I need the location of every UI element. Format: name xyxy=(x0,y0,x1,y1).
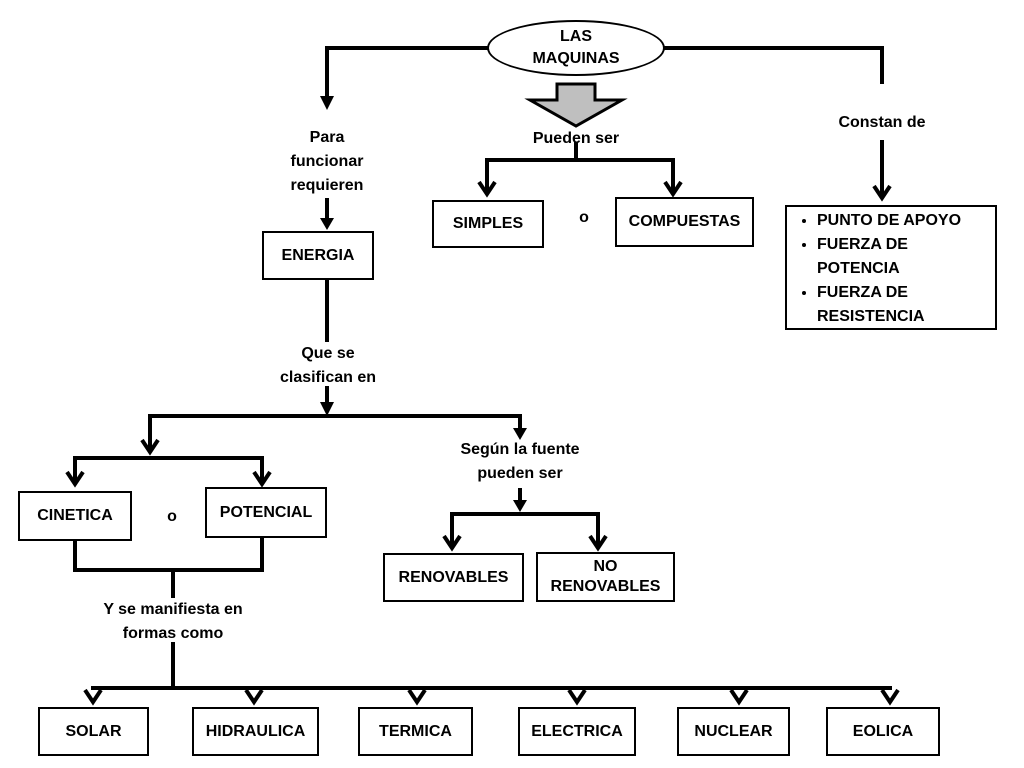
node-compuestas: COMPUESTAS xyxy=(615,197,754,247)
link-o-machines: o xyxy=(579,209,589,226)
parts-item: FUERZA DE POTENCIA xyxy=(817,233,995,281)
node-no-renovables: NO RENOVABLES xyxy=(536,552,675,602)
form-nuclear: NUCLEAR xyxy=(677,707,790,756)
parts-list-box: PUNTO DE APOYO FUERZA DE POTENCIA FUERZA… xyxy=(785,205,997,330)
form-electrica: ELECTRICA xyxy=(518,707,636,756)
title-ellipse: LAS MAQUINAS xyxy=(487,20,665,76)
node-potencial: POTENCIAL xyxy=(205,487,327,538)
parts-list: PUNTO DE APOYO FUERZA DE POTENCIA FUERZA… xyxy=(787,209,995,329)
form-solar: SOLAR xyxy=(38,707,149,756)
parts-item: PUNTO DE APOYO xyxy=(817,209,995,233)
link-o-energy: o xyxy=(167,508,177,525)
form-termica: TERMICA xyxy=(358,707,473,756)
node-cinetica: CINETICA xyxy=(18,491,132,541)
form-hidraulica: HIDRAULICA xyxy=(192,707,319,756)
parts-item: FUERZA DE RESISTENCIA xyxy=(817,281,995,329)
link-se-manifiesta: Y se manifiesta en formas como xyxy=(103,601,243,642)
link-para-funcionar: Para funcionar requieren xyxy=(290,129,364,194)
title-text: LAS MAQUINAS xyxy=(532,28,620,67)
link-que-se-clasifican: Que se clasifican en xyxy=(279,345,377,386)
form-eolica: EOLICA xyxy=(826,707,940,756)
link-segun-fuente: Según la fuente pueden ser xyxy=(460,441,580,482)
node-simples: SIMPLES xyxy=(432,200,544,248)
node-renovables: RENOVABLES xyxy=(383,553,524,602)
node-energia: ENERGIA xyxy=(262,231,374,280)
link-pueden-ser: Pueden ser xyxy=(532,130,620,147)
link-constan-de: Constan de xyxy=(838,114,926,131)
